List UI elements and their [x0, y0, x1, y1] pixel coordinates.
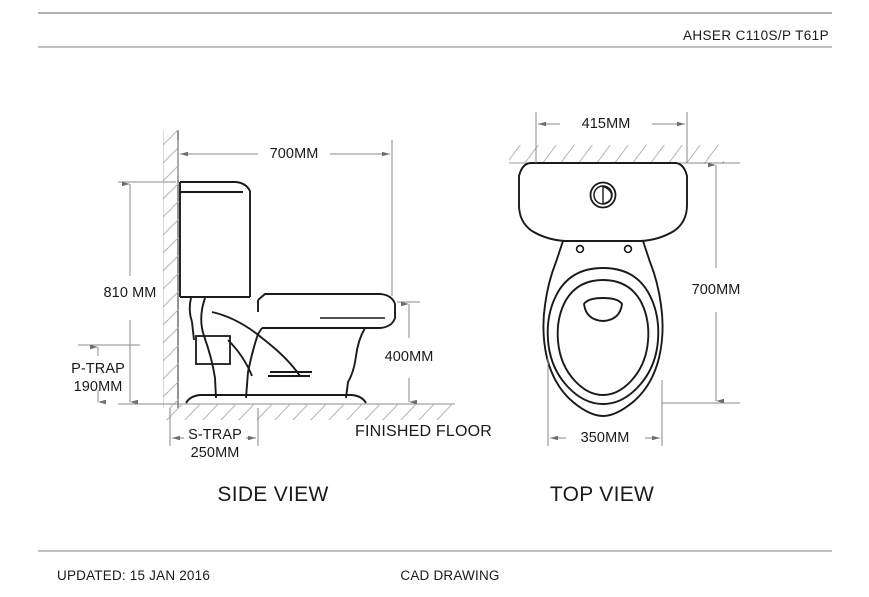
p-trap-outlet: [195, 335, 231, 365]
footer-updated-date: UPDATED: 15 JAN 2016: [57, 568, 211, 583]
floor-hatch-side: [166, 404, 453, 420]
dim-350mm-top: [547, 358, 663, 446]
bowl-top: [542, 240, 664, 417]
top-view-geometry: [509, 112, 740, 446]
dim-810mm-side: [118, 181, 176, 405]
cistern-top: [518, 162, 688, 242]
bowl-side: [185, 293, 396, 404]
dim-label-overall-depth: 700MM: [269, 146, 319, 162]
dim-label-overall-height: 810 MM: [103, 285, 157, 301]
dim-ptrap-side: [78, 344, 140, 405]
sheet-rules: [38, 12, 832, 552]
finished-floor-label: FINISHED FLOOR: [355, 423, 493, 440]
top-view-title: TOP VIEW: [549, 483, 655, 506]
footer-drawing-type: CAD DRAWING: [400, 568, 500, 583]
bolt-holes-top: [575, 244, 633, 254]
dim-label-seat-height: 400MM: [384, 349, 434, 365]
dim-label-s-trap-line1: S-TRAP: [188, 427, 242, 443]
dim-label-p-trap-line2: 190MM: [73, 379, 123, 395]
cistern-side: [179, 181, 251, 298]
dim-strap-side: [169, 408, 259, 446]
dim-label-s-trap-line2: 250MM: [190, 445, 240, 461]
dim-415mm-top: [535, 112, 688, 163]
dim-label-overall-length: 700MM: [691, 282, 741, 298]
dim-700mm-top: [662, 162, 740, 404]
flush-button-icon: [589, 181, 617, 209]
side-view-geometry: [78, 130, 455, 446]
drawing-code-header: AHSER C110S/P T61P: [682, 28, 829, 43]
dim-label-bowl-width: 350MM: [580, 430, 630, 446]
dim-700mm-side: [177, 140, 393, 296]
side-view-title: SIDE VIEW: [217, 483, 329, 506]
dim-label-p-trap-line1: P-TRAP: [71, 361, 125, 377]
dim-400mm-side: [397, 301, 420, 405]
wall-hatch-side: [163, 130, 179, 408]
dim-label-cistern-width: 415MM: [581, 116, 631, 132]
